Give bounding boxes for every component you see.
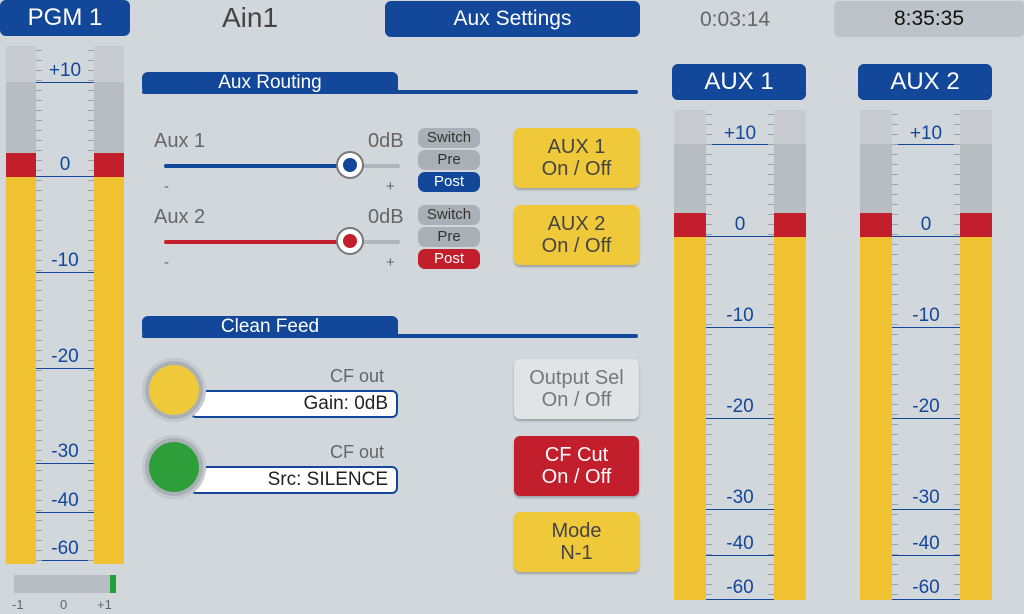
clock-time: 8:35:35 (834, 1, 1024, 37)
scale-label: -60 (51, 538, 79, 559)
aux1-meter: +10 0 -10 -20 -30 -40 -60 (672, 110, 806, 600)
aux2-meter-scale: +10 0 -10 -20 -30 -40 -60 (892, 110, 960, 600)
aux1-plus-label: + (386, 178, 395, 195)
scale-label: +10 (909, 123, 943, 144)
cf-gain-field[interactable]: Gain: 0dB (190, 390, 398, 418)
pgm-meter-right-bar (94, 46, 124, 564)
aux2-slider[interactable] (164, 227, 400, 255)
aux2-button-line1: AUX 2 (547, 213, 606, 235)
scale-label: +10 (723, 123, 757, 144)
scale-label: -20 (51, 346, 79, 367)
elapsed-time: 0:03:14 (700, 8, 771, 31)
aux2-on-off-button[interactable]: AUX 2 On / Off (514, 205, 639, 265)
scale-label: -60 (726, 577, 754, 598)
aux1-value: 0dB (368, 130, 404, 152)
channel-name: Ain1 (222, 2, 279, 33)
aux-routing-title: Aux Routing (142, 72, 398, 94)
aux2-switch-button[interactable]: Switch (418, 205, 480, 225)
aux1-switch-button[interactable]: Switch (418, 128, 480, 148)
cf-source-label: CF out (330, 442, 385, 462)
aux1-pre-button[interactable]: Pre (418, 150, 480, 170)
scale-label: -40 (726, 533, 754, 554)
cf-source-knob[interactable] (142, 435, 206, 499)
aux1-slider[interactable] (164, 151, 400, 179)
scale-label: -30 (51, 441, 79, 462)
clean-feed-title: Clean Feed (142, 316, 398, 338)
scale-label: -20 (912, 396, 940, 417)
aux2-button-line2: On / Off (541, 235, 612, 257)
balance-bar[interactable] (14, 575, 116, 593)
aux1-on-off-button[interactable]: AUX 1 On / Off (514, 128, 639, 188)
aux2-meter-title: AUX 2 (858, 64, 992, 100)
scale-label: -30 (912, 487, 940, 508)
pgm-meter: +10 0 -10 -20 -30 -40 -60 (0, 46, 130, 564)
aux2-post-button[interactable]: Post (418, 249, 480, 269)
pgm-meter-left-bar (6, 46, 36, 564)
aux1-button-line2: On / Off (541, 158, 612, 180)
aux1-slider-handle[interactable] (336, 151, 364, 179)
aux1-button-line1: AUX 1 (547, 136, 606, 158)
aux2-meter-left-bar (860, 110, 892, 600)
scale-label: -40 (912, 533, 940, 554)
balance-left-label: -1 (12, 597, 24, 612)
scale-label: -10 (51, 250, 79, 271)
balance-center-label: 0 (60, 597, 68, 612)
mode-button[interactable]: Mode N-1 (514, 512, 639, 572)
aux1-meter-scale: +10 0 -10 -20 -30 -40 -60 (706, 110, 774, 600)
aux2-meter: +10 0 -10 -20 -30 -40 -60 (858, 110, 992, 600)
scale-label: +10 (48, 60, 82, 81)
aux2-meter-right-bar (960, 110, 992, 600)
pgm-meter-scale: +10 0 -10 -20 -30 -40 -60 (36, 46, 94, 564)
output-sel-button[interactable]: Output Sel On / Off (514, 359, 639, 419)
output-sel-line1: Output Sel (529, 367, 624, 389)
aux1-minus-label: - (164, 178, 169, 195)
cf-cut-button[interactable]: CF Cut On / Off (514, 436, 639, 496)
aux1-meter-right-bar (774, 110, 806, 600)
aux2-pre-button[interactable]: Pre (418, 227, 480, 247)
aux1-meter-title: AUX 1 (672, 64, 806, 100)
cf-cut-line2: On / Off (541, 466, 612, 488)
clean-feed-header: Clean Feed (142, 316, 638, 338)
aux2-value: 0dB (368, 206, 404, 228)
balance-right-label: +1 (97, 597, 112, 612)
aux-routing-header: Aux Routing (142, 72, 638, 94)
scale-label: -40 (51, 490, 79, 511)
scale-label: 0 (59, 154, 71, 175)
aux1-meter-left-bar (674, 110, 706, 600)
pgm-title: PGM 1 (0, 0, 130, 36)
mode-line2: N-1 (560, 542, 593, 564)
aux1-label: Aux 1 (154, 130, 206, 152)
scale-label: 0 (734, 214, 746, 235)
cf-gain-label: CF out (330, 366, 385, 386)
mode-line1: Mode (551, 520, 602, 542)
balance-indicator (110, 575, 116, 593)
scale-label: -10 (912, 305, 940, 326)
scale-label: 0 (920, 214, 932, 235)
aux-settings-button[interactable]: Aux Settings (385, 1, 640, 37)
cf-source-field[interactable]: Src: SILENCE (190, 466, 398, 494)
aux2-label: Aux 2 (154, 206, 206, 228)
aux2-slider-handle[interactable] (336, 227, 364, 255)
scale-label: -30 (726, 487, 754, 508)
cf-gain-knob[interactable] (142, 358, 206, 422)
aux2-minus-label: - (164, 254, 169, 271)
output-sel-line2: On / Off (541, 389, 612, 411)
scale-label: -60 (912, 577, 940, 598)
scale-label: -10 (726, 305, 754, 326)
aux1-post-button[interactable]: Post (418, 172, 480, 192)
cf-cut-line1: CF Cut (544, 444, 609, 466)
aux2-plus-label: + (386, 254, 395, 271)
scale-label: -20 (726, 396, 754, 417)
